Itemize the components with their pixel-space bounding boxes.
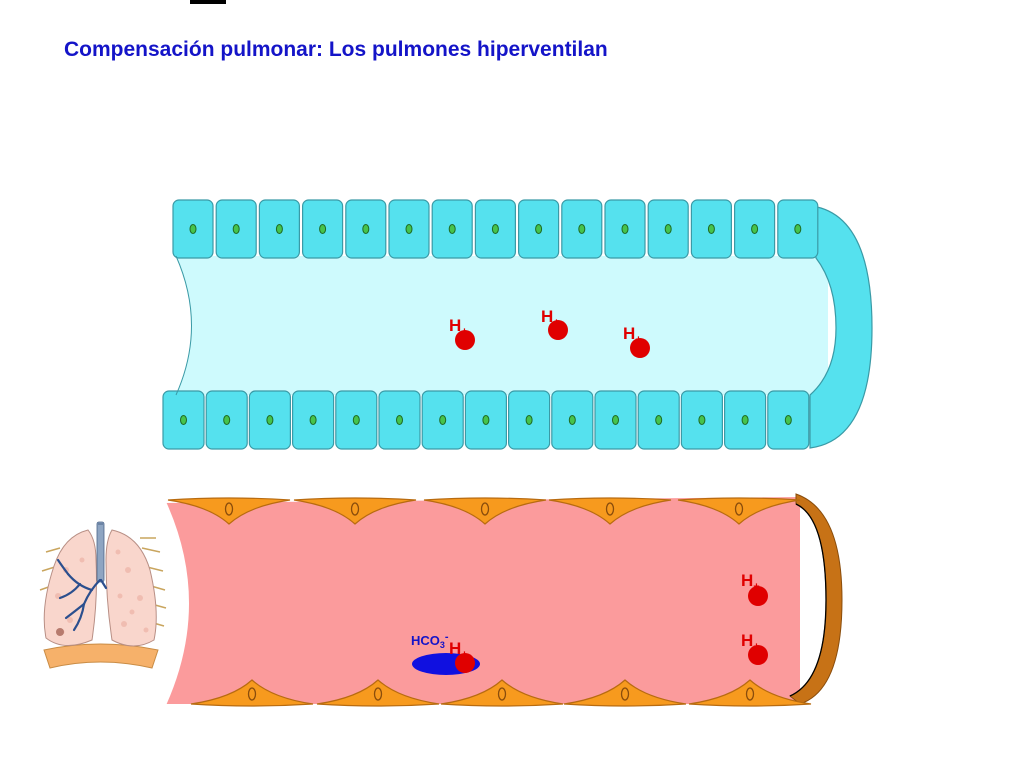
cell-nucleus xyxy=(664,224,672,234)
endothelial-cell xyxy=(293,497,417,525)
cell-nucleus xyxy=(741,415,749,425)
endothelial-cell xyxy=(190,679,314,707)
endothelial-cell xyxy=(563,679,687,707)
airway-lumen xyxy=(176,256,828,395)
cell-nucleus xyxy=(482,415,490,425)
airway-bottom-cell-row xyxy=(162,390,810,450)
cell-nucleus xyxy=(247,687,257,701)
airway-lumen-edge xyxy=(175,255,192,396)
vessel-open-edge xyxy=(163,502,189,705)
endothelial-cell xyxy=(688,679,812,707)
endothelial-bottom-row xyxy=(190,679,812,707)
cell-nucleus xyxy=(275,224,283,234)
blood-vessel xyxy=(163,493,843,707)
vessel-end-edge xyxy=(789,503,827,697)
cell-nucleus xyxy=(224,502,234,516)
endothelial-cell xyxy=(677,497,801,525)
cell-nucleus xyxy=(362,224,370,234)
proton-dot xyxy=(748,645,768,665)
airway-proton-1: H+ xyxy=(449,316,475,350)
endothelial-cell xyxy=(440,679,564,707)
endothelial-cell xyxy=(423,497,547,525)
cell-nucleus xyxy=(751,224,759,234)
blood-proton-2: H+ xyxy=(741,631,768,665)
cell-nucleus xyxy=(373,687,383,701)
cell-nucleus xyxy=(734,502,744,516)
slide-title: Compensación pulmonar: Los pulmones hipe… xyxy=(64,38,608,61)
cell-nucleus xyxy=(480,502,490,516)
blood-proton-1: H+ xyxy=(741,571,768,606)
cell-nucleus xyxy=(621,224,629,234)
cell-nucleus xyxy=(784,415,792,425)
cell-nucleus xyxy=(707,224,715,234)
cell-nucleus xyxy=(223,415,231,425)
cell-nucleus xyxy=(405,224,413,234)
cell-nucleus xyxy=(612,415,619,425)
proton-dot xyxy=(455,653,475,673)
cell-nucleus xyxy=(698,415,706,425)
cell-nucleus xyxy=(568,415,576,425)
cell-nucleus xyxy=(491,224,499,234)
endothelial-top-row xyxy=(167,497,801,525)
cell-nucleus xyxy=(745,687,755,701)
cell-nucleus xyxy=(180,415,187,425)
cell-nucleus xyxy=(525,415,533,425)
cell-nucleus xyxy=(189,224,197,234)
airway-top-cell-row xyxy=(172,199,819,259)
airway xyxy=(162,199,873,450)
cell-nucleus xyxy=(396,415,403,425)
proton-dot xyxy=(748,586,768,606)
cell-nucleus xyxy=(578,224,586,234)
cell-nucleus xyxy=(352,415,360,425)
cell-nucleus xyxy=(439,415,447,425)
cell-nucleus xyxy=(655,415,663,425)
endothelial-cell xyxy=(167,497,291,525)
endothelial-cell xyxy=(548,497,672,525)
cell-nucleus xyxy=(535,224,543,234)
cell-nucleus xyxy=(605,502,615,516)
vessel-lumen xyxy=(165,497,800,704)
endothelial-cell xyxy=(316,679,440,707)
proton-dot xyxy=(548,320,568,340)
proton-dot xyxy=(455,330,475,350)
proton-dot xyxy=(630,338,650,358)
lungs-icon xyxy=(39,521,167,669)
cell-nucleus xyxy=(620,687,630,701)
cell-nucleus xyxy=(319,224,327,234)
bicarbonate-label: HCO3- xyxy=(411,631,449,650)
airway-end-cap xyxy=(809,205,873,449)
cell-nucleus xyxy=(266,415,274,425)
cell-nucleus xyxy=(497,687,507,701)
cell-nucleus xyxy=(309,415,317,425)
airway-proton-2: H+ xyxy=(541,307,568,340)
cell-nucleus xyxy=(794,224,802,234)
top-edge-mark xyxy=(190,0,226,4)
cell-nucleus xyxy=(448,224,456,234)
airway-proton-3: H+ xyxy=(623,324,650,358)
cell-nucleus xyxy=(232,224,240,234)
cell-nucleus xyxy=(350,502,360,516)
bicarbonate-complex: HCO3- H+ xyxy=(411,631,480,675)
